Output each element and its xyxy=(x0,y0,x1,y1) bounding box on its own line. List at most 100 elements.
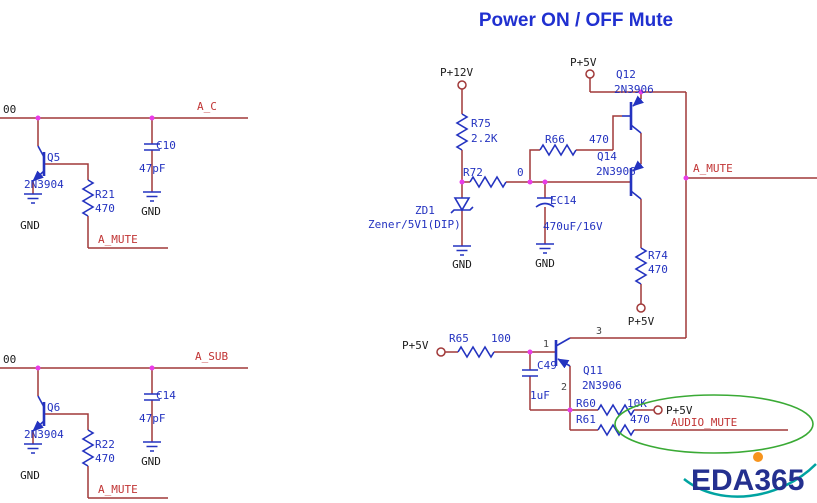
transistor-Q11-symbol xyxy=(554,337,571,369)
net-label-a-sub: A_SUB xyxy=(195,350,228,363)
ref-R22: R22 xyxy=(95,438,115,451)
junction-dot xyxy=(35,115,41,121)
junction-dot xyxy=(527,179,533,185)
ref-R72: R72 xyxy=(463,166,483,179)
gnd-symbol xyxy=(452,245,472,256)
value-Q11: 2N3906 xyxy=(582,379,622,392)
transistor-Q5-symbol xyxy=(32,145,46,182)
power-port-p5v-r74 xyxy=(636,303,646,313)
power-label-p5v-r74: P+5V xyxy=(628,315,655,328)
ref-Q11: Q11 xyxy=(583,364,603,377)
value-R66: 470 xyxy=(589,133,609,146)
power-label-p5v-q11: P+5V xyxy=(402,339,429,352)
resistor-R22-symbol xyxy=(82,429,94,467)
capacitor-C10-symbol xyxy=(144,143,160,151)
value-R75: 2.2K xyxy=(471,132,498,145)
value-Q12: 2N3906 xyxy=(614,83,654,96)
value-Q5: 2N3904 xyxy=(24,178,64,191)
gnd-label: GND xyxy=(535,257,555,270)
value-EC14: 470uF/16V xyxy=(543,220,603,233)
junction-dot xyxy=(683,175,689,181)
junction-dot xyxy=(459,179,465,185)
junction-dot xyxy=(567,407,573,413)
power-label-p5v-top: P+5V xyxy=(570,56,597,69)
ref-ZD1: ZD1 xyxy=(415,204,435,217)
pin-number-1: 1 xyxy=(543,339,549,350)
gnd-symbol xyxy=(142,441,162,452)
value-C49: 1uF xyxy=(530,389,550,402)
ref-C49: C49 xyxy=(537,359,557,372)
value-C14: 47pF xyxy=(139,412,166,425)
ref-Q5: Q5 xyxy=(47,151,60,164)
gnd-label: GND xyxy=(452,258,472,271)
logo-eda365: EDA365 xyxy=(683,452,817,498)
junction-dot xyxy=(35,365,41,371)
gnd-symbol xyxy=(142,191,162,202)
value-R74: 470 xyxy=(648,263,668,276)
ref-C14: C14 xyxy=(156,389,176,402)
value-R22: 470 xyxy=(95,452,115,465)
resistor-R21-symbol xyxy=(82,179,94,217)
resistor-R65-symbol xyxy=(457,346,495,358)
page-title: Power ON / OFF Mute xyxy=(479,10,673,31)
wires-left-bottom xyxy=(0,367,248,499)
net-label-a-mute: A_MUTE xyxy=(98,233,138,246)
gnd-symbol xyxy=(23,443,43,454)
value-R61: 470 xyxy=(630,413,650,426)
net-label-a-mute: A_MUTE xyxy=(693,162,733,175)
value-Q6: 2N3904 xyxy=(24,428,64,441)
wires-left-top xyxy=(0,117,248,249)
value-Q14: 2N3906 xyxy=(596,165,636,178)
pin-number-3: 3 xyxy=(596,326,602,337)
circuit-left-bottom: 00 A_SUB Q6 2N3904 R22 470 C14 47pF GND … xyxy=(0,350,248,499)
capacitor-EC14-symbol xyxy=(535,197,555,208)
logo-text: EDA365 xyxy=(691,464,804,497)
value-R65: 100 xyxy=(491,332,511,345)
net-label-a-c: A_C xyxy=(197,100,217,113)
value-ZD1: Zener/5V1(DIP) xyxy=(368,218,461,231)
logo-orange-dot xyxy=(753,452,763,462)
junction-dot xyxy=(149,365,155,371)
net-label-audio-mute: AUDIO_MUTE xyxy=(671,416,737,429)
wires-right xyxy=(445,78,817,431)
net-label-a-mute: A_MUTE xyxy=(98,483,138,496)
green-highlight-ellipse xyxy=(614,394,814,454)
power-port-p5v-top xyxy=(585,69,595,79)
gnd-label: GND xyxy=(20,469,40,482)
net-stub-label: 00 xyxy=(3,353,16,366)
resistor-R66-symbol xyxy=(539,144,577,156)
transistor-Q6-symbol xyxy=(32,395,46,432)
ref-R66: R66 xyxy=(545,133,565,146)
power-port-p5v-q11 xyxy=(436,347,446,357)
power-port-p12v xyxy=(457,80,467,90)
capacitor-C14-symbol xyxy=(144,393,160,401)
transistor-Q14-symbol xyxy=(629,160,644,200)
zener-ZD1-symbol xyxy=(450,197,474,214)
gnd-symbol xyxy=(535,243,555,254)
gnd-label: GND xyxy=(141,205,161,218)
value-R72: 0 xyxy=(517,166,524,179)
junction-dot xyxy=(149,115,155,121)
ref-R60: R60 xyxy=(576,397,596,410)
ref-C10: C10 xyxy=(156,139,176,152)
ref-R65: R65 xyxy=(449,332,469,345)
transistor-Q12-symbol xyxy=(622,95,644,134)
junction-dot xyxy=(542,179,548,185)
junction-dot xyxy=(638,89,644,95)
ref-R61: R61 xyxy=(576,413,596,426)
resistor-R74-symbol xyxy=(635,247,647,285)
resistor-R75-symbol xyxy=(456,113,468,151)
power-label-p12v: P+12V xyxy=(440,66,473,79)
ref-Q12: Q12 xyxy=(616,68,636,81)
value-R60: 10K xyxy=(627,397,647,410)
pin-number-2: 2 xyxy=(561,382,567,393)
ref-R21: R21 xyxy=(95,188,115,201)
gnd-label: GND xyxy=(20,219,40,232)
junction-dot xyxy=(527,349,533,355)
power-port-p5v-r60 xyxy=(653,405,663,415)
ref-R75: R75 xyxy=(471,117,491,130)
gnd-symbol xyxy=(23,193,43,204)
gnd-label: GND xyxy=(141,455,161,468)
